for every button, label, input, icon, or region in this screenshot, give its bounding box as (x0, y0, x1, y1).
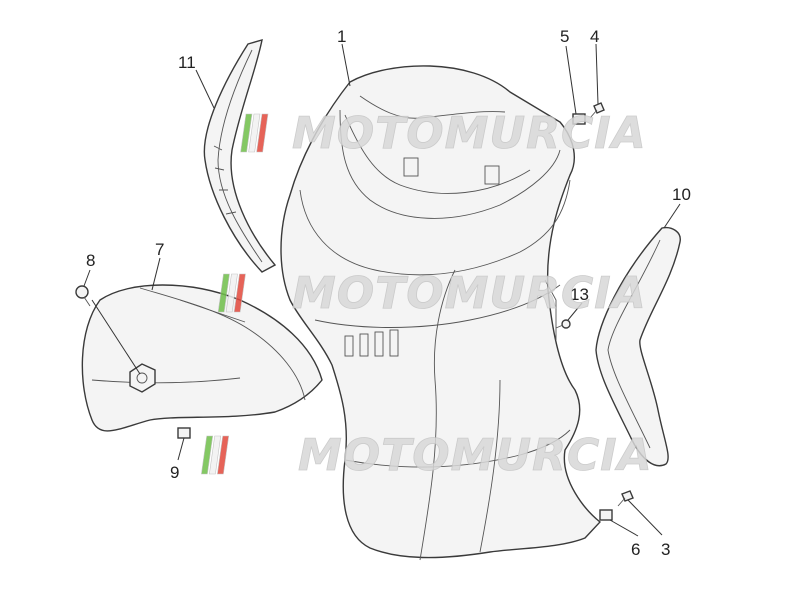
part-trim-right (595, 226, 681, 467)
callout-6: 6 (631, 540, 640, 559)
watermark-logo: MOTOMURCIA (201, 430, 652, 481)
callout-1: 1 (337, 27, 346, 46)
watermark-text: MOTOMURCIA (292, 108, 647, 159)
callout-7: 7 (155, 240, 164, 259)
callout-13: 13 (570, 285, 589, 304)
callout-4: 4 (590, 27, 599, 46)
watermark-logo: MOTOMURCIA (240, 108, 647, 159)
callout-10: 10 (672, 185, 691, 204)
callout-5: 5 (560, 27, 569, 46)
hardware-parts (75, 102, 634, 521)
watermark-group: MOTOMURCIA MOTOMURCIA MOTOMURCIA (201, 108, 652, 481)
part-side-strip-left (203, 39, 277, 273)
leader-lines (83, 43, 681, 537)
callout-8: 8 (86, 251, 95, 270)
watermark-text: MOTOMURCIA (292, 268, 647, 319)
watermark-logo: MOTOMURCIA (217, 268, 647, 319)
callout-labels: 1 3 4 5 6 7 8 9 10 11 13 (86, 27, 691, 559)
part-left-panel (81, 284, 323, 432)
callout-9: 9 (170, 463, 179, 482)
callout-3: 3 (661, 540, 670, 559)
part-front-shield (280, 65, 602, 561)
watermark-text: MOTOMURCIA (298, 430, 653, 481)
callout-11: 11 (178, 53, 196, 72)
